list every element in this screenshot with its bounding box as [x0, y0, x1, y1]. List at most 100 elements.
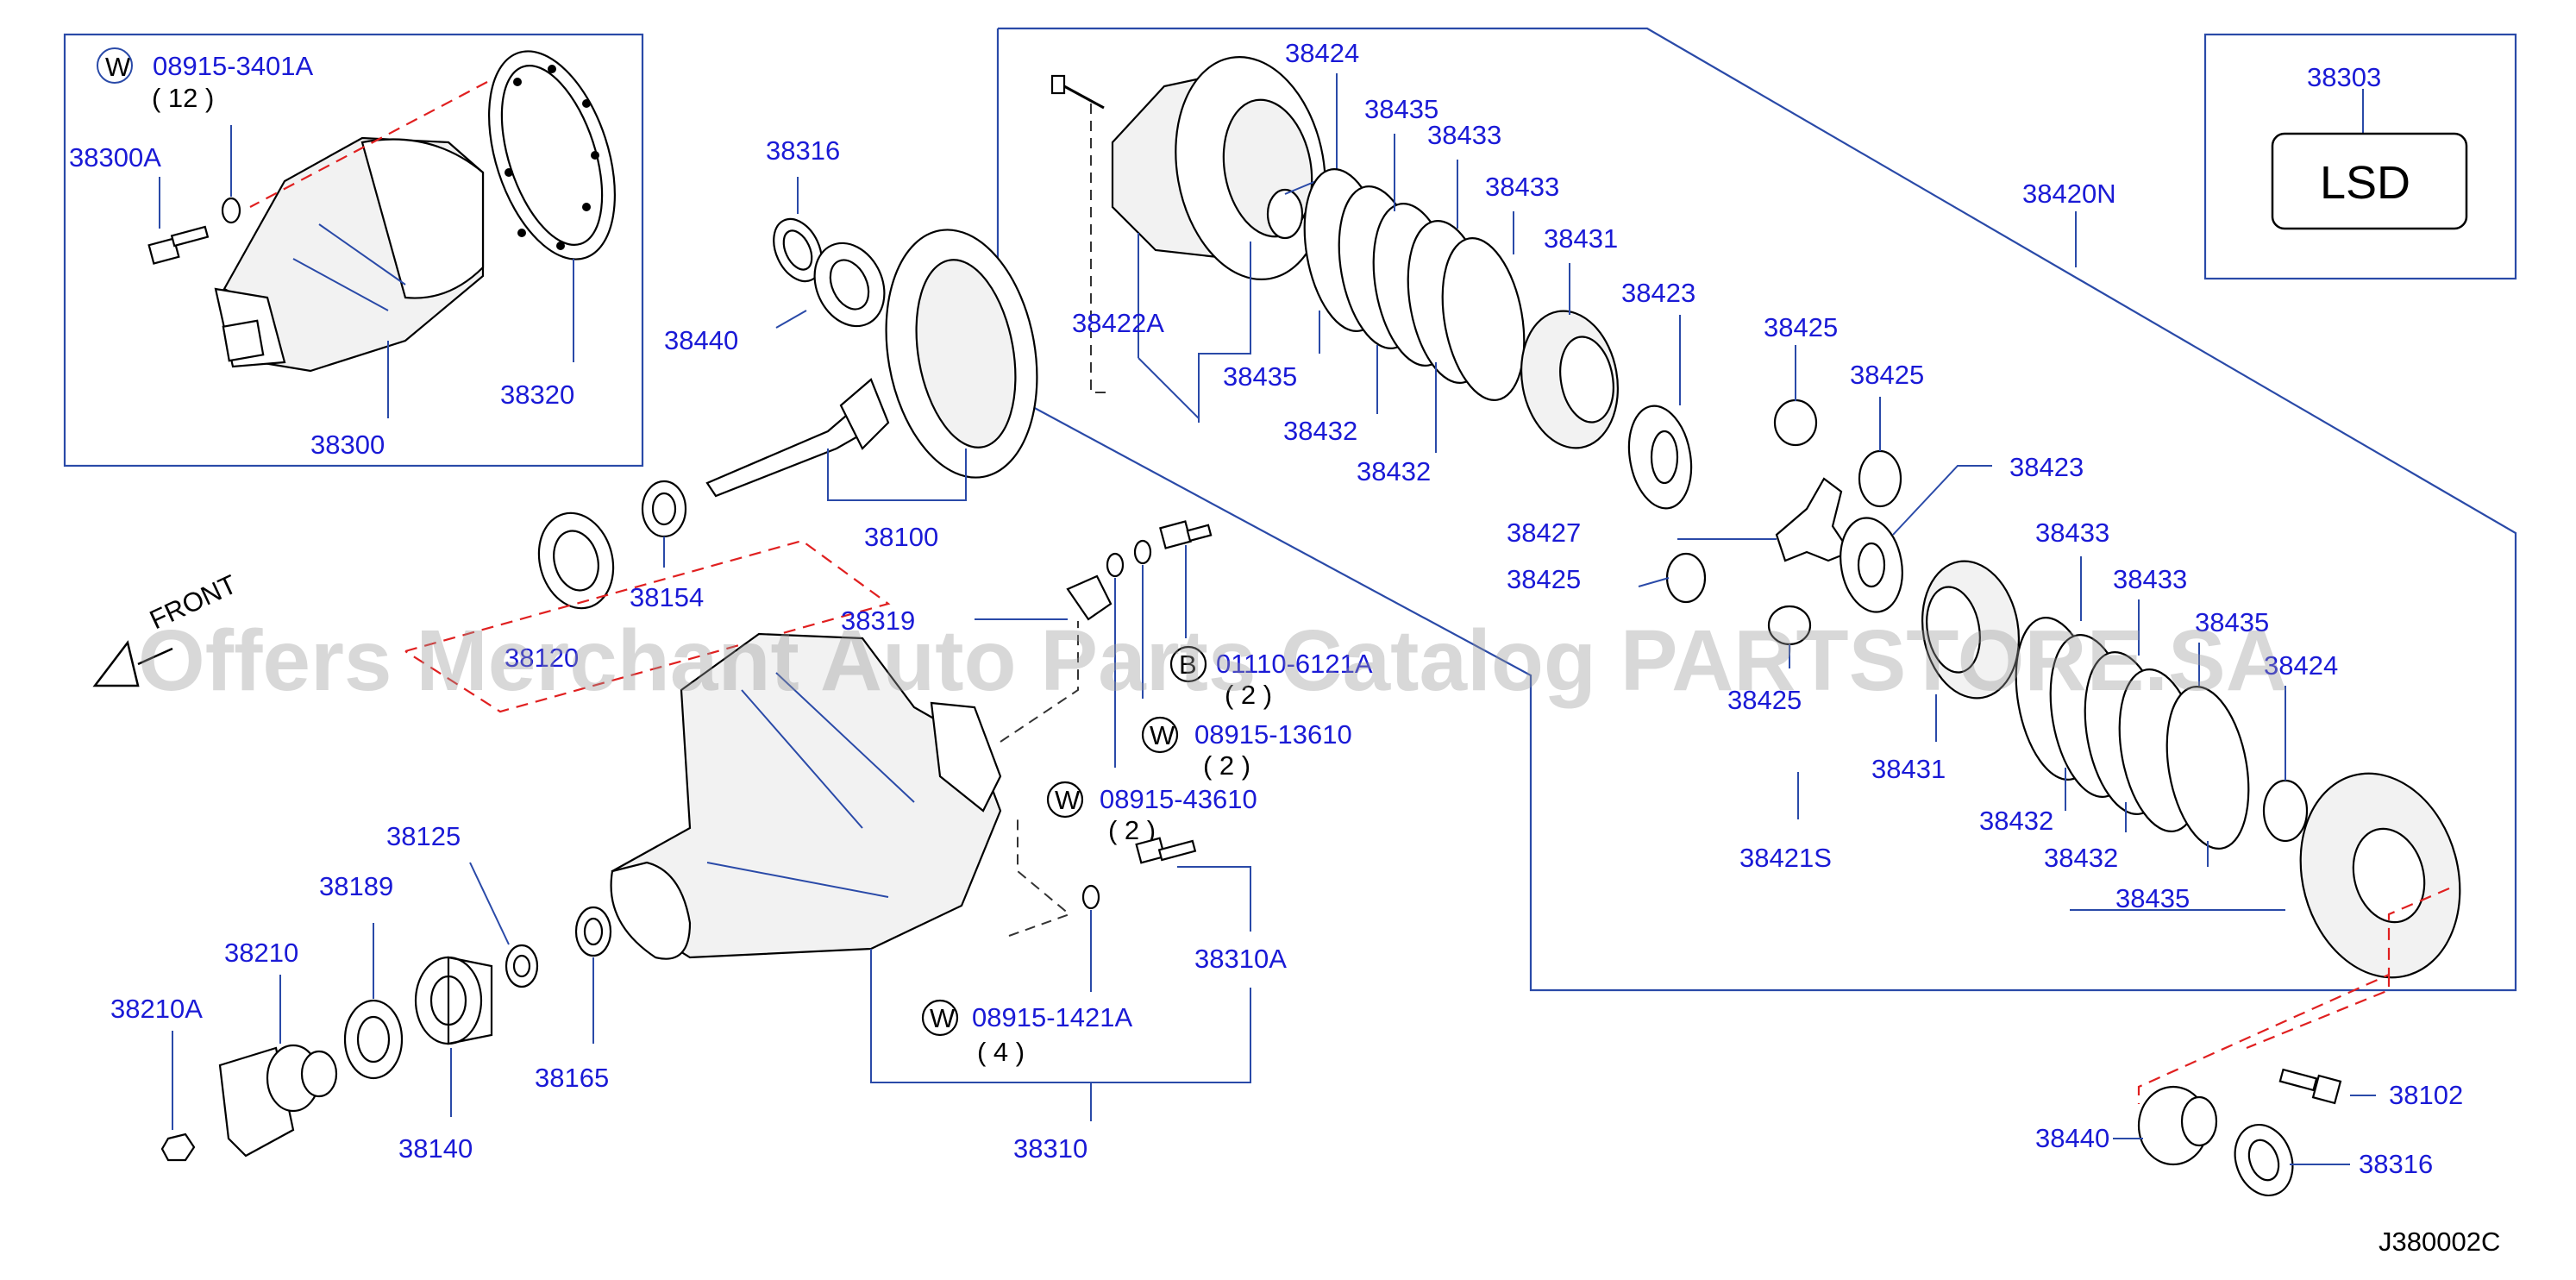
label-qty-2c: ( 2 ) — [1108, 815, 1156, 845]
label-38435-c[interactable]: 38435 — [2195, 607, 2269, 637]
label-38100[interactable]: 38100 — [864, 522, 938, 552]
label-38422A[interactable]: 38422A — [1072, 308, 1164, 338]
cover-gasket-38320[interactable] — [466, 35, 639, 275]
pressure-ring-38431-b[interactable] — [1912, 554, 2029, 706]
label-38440-top[interactable]: 38440 — [664, 325, 738, 355]
plate-38433-2[interactable] — [1431, 232, 1536, 407]
label-38425-c[interactable]: 38425 — [1507, 564, 1581, 594]
washer-38125[interactable] — [505, 944, 539, 988]
label-38316-top[interactable]: 38316 — [766, 135, 840, 166]
bolt-38300A[interactable] — [147, 225, 210, 265]
label-38425-b[interactable]: 38425 — [1850, 360, 1924, 390]
label-38316-bottom[interactable]: 38316 — [2359, 1149, 2433, 1179]
nut-38210A[interactable] — [160, 1133, 196, 1162]
label-38421S[interactable]: 38421S — [1739, 843, 1832, 873]
label-08915-13610[interactable]: 08915-13610 — [1194, 719, 1352, 750]
case-38424[interactable] — [1111, 45, 1342, 292]
carrier-assembly-38300[interactable] — [214, 136, 485, 373]
diagram-code: J380002C — [2379, 1227, 2500, 1257]
washer-top-2[interactable] — [1133, 539, 1152, 565]
bracket-38319[interactable] — [1066, 574, 1113, 621]
label-38300A[interactable]: 38300A — [69, 142, 161, 173]
label-38433-b[interactable]: 38433 — [1485, 172, 1559, 202]
label-38433-c[interactable]: 38433 — [2035, 518, 2109, 548]
pinion-mate-38425-1[interactable] — [1773, 398, 1818, 447]
front-bearing-38120[interactable] — [529, 505, 624, 617]
pinion-mate-38425-2[interactable] — [1858, 449, 1902, 508]
seal-38189[interactable] — [343, 999, 404, 1080]
flange-38210[interactable] — [218, 1044, 338, 1158]
washer-38300A[interactable] — [221, 197, 241, 224]
label-38431-b[interactable]: 38431 — [1871, 754, 1946, 784]
label-38435-b[interactable]: 38435 — [1223, 361, 1297, 392]
washer-top[interactable] — [1106, 552, 1125, 578]
label-38210[interactable]: 38210 — [224, 938, 298, 968]
label-38102[interactable]: 38102 — [2389, 1080, 2463, 1110]
bolt-38102[interactable] — [2278, 1068, 2342, 1105]
label-38433-d[interactable]: 38433 — [2113, 564, 2187, 594]
spacer-38154[interactable] — [641, 480, 687, 538]
ring-gear-38100[interactable] — [705, 217, 1056, 498]
phantom-line-2 — [404, 539, 891, 713]
label-08915-43610[interactable]: 08915-43610 — [1100, 784, 1257, 814]
cross-shaft-38427[interactable] — [1775, 477, 1852, 562]
label-38433-a[interactable]: 38433 — [1427, 120, 1501, 150]
label-38431-a[interactable]: 38431 — [1544, 223, 1618, 254]
label-38440-bottom[interactable]: 38440 — [2035, 1123, 2109, 1153]
label-01110-6121A[interactable]: 01110-6121A — [1216, 649, 1373, 679]
label-38424-b[interactable]: 38424 — [2264, 650, 2338, 681]
side-gear-38423[interactable] — [1621, 401, 1699, 513]
label-08915-3401A[interactable]: 08915-3401A — [153, 51, 313, 81]
washer-bottom[interactable] — [1081, 884, 1100, 910]
label-38154[interactable]: 38154 — [630, 582, 704, 612]
label-38423-b[interactable]: 38423 — [2009, 452, 2084, 482]
bearing-38140[interactable] — [414, 956, 493, 1045]
label-38300[interactable]: 38300 — [310, 430, 385, 460]
label-38432-a[interactable]: 38432 — [1283, 416, 1357, 446]
label-38320[interactable]: 38320 — [500, 380, 574, 410]
spacer-38165[interactable] — [574, 906, 612, 957]
label-38310A[interactable]: 38310A — [1194, 944, 1287, 974]
side-gear-38423-b[interactable] — [1833, 513, 1909, 617]
case-half-38421S[interactable] — [2278, 756, 2482, 995]
washer-symbol-icon-4: W — [930, 1003, 956, 1033]
label-38425-a[interactable]: 38425 — [1764, 312, 1838, 342]
label-38432-d[interactable]: 38432 — [2044, 843, 2118, 873]
pressure-ring-38431[interactable] — [1511, 304, 1628, 456]
label-38435-a[interactable]: 38435 — [1364, 94, 1438, 124]
lsd-badge — [2271, 132, 2468, 230]
label-38432-c[interactable]: 38432 — [1979, 806, 2053, 836]
label-08915-1421A[interactable]: 08915-1421A — [972, 1002, 1132, 1032]
label-38435-d[interactable]: 38435 — [2115, 883, 2190, 913]
screw-top[interactable] — [1050, 74, 1105, 110]
label-38120[interactable]: 38120 — [505, 643, 579, 673]
label-38319[interactable]: 38319 — [841, 605, 915, 636]
bolt-symbol-icon: B — [1179, 649, 1197, 680]
label-38427[interactable]: 38427 — [1507, 518, 1581, 548]
side-bearing-38440[interactable] — [2137, 1085, 2218, 1166]
label-38432-b[interactable]: 38432 — [1357, 456, 1431, 486]
label-38423-a[interactable]: 38423 — [1621, 278, 1695, 308]
label-qty-2a: ( 2 ) — [1225, 680, 1272, 710]
label-38165[interactable]: 38165 — [535, 1063, 609, 1093]
label-38303[interactable]: 38303 — [2307, 62, 2381, 92]
label-38210A[interactable]: 38210A — [110, 994, 203, 1024]
label-38125[interactable]: 38125 — [386, 821, 461, 851]
gear-carrier-38310[interactable] — [610, 632, 1002, 960]
bolt-38310A[interactable] — [1135, 837, 1197, 864]
bolt-01110-6121A[interactable] — [1159, 520, 1213, 549]
label-38420N[interactable]: 38420N — [2022, 179, 2116, 209]
label-38310[interactable]: 38310 — [1013, 1133, 1087, 1164]
label-38189[interactable]: 38189 — [319, 871, 393, 901]
thrust-washer-38424-b[interactable] — [2262, 779, 2309, 843]
bearing-shim-38316[interactable] — [2226, 1117, 2303, 1204]
pinion-bearing-38440[interactable] — [801, 232, 897, 338]
pinion-mate-38425-3[interactable] — [1665, 552, 1707, 604]
label-38140[interactable]: 38140 — [398, 1133, 473, 1164]
plate-38435-2[interactable] — [2155, 681, 2260, 856]
label-38424-top[interactable]: 38424 — [1285, 38, 1359, 68]
phantom-line-4 — [2246, 975, 2391, 1050]
label-38425-d[interactable]: 38425 — [1727, 685, 1802, 715]
pinion-bearing-38316[interactable] — [764, 211, 830, 289]
